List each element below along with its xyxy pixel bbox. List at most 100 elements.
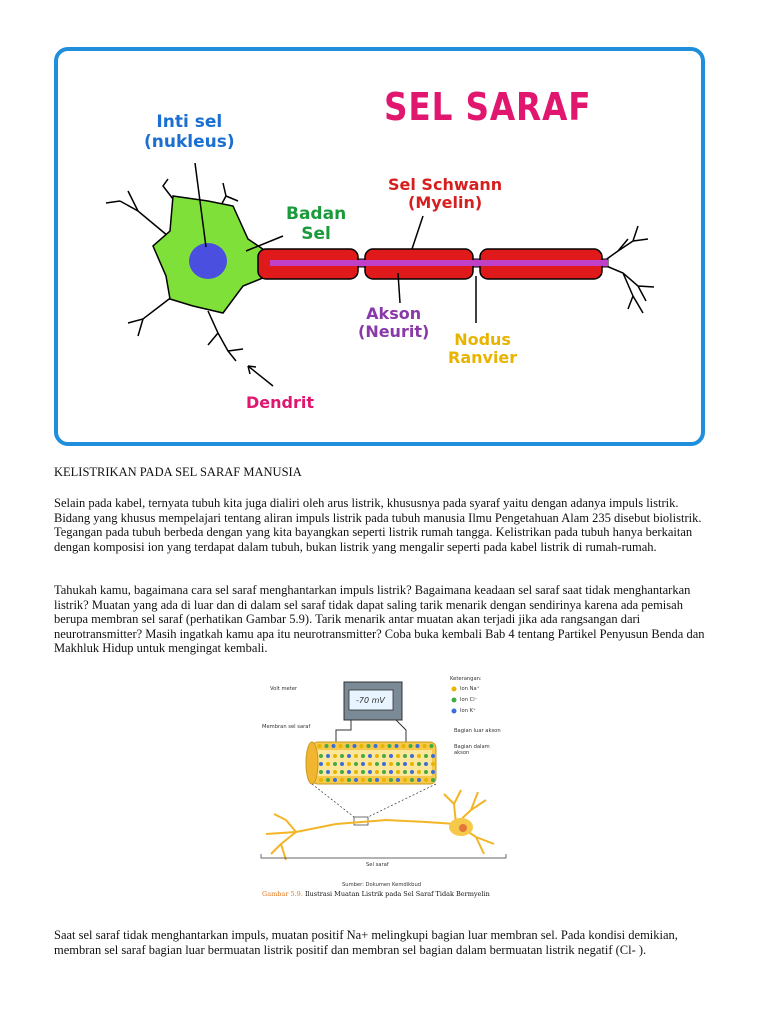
neuron-illustration bbox=[105, 162, 655, 387]
ion-dot bbox=[326, 770, 330, 774]
ion-dot bbox=[431, 770, 435, 774]
membrane-illustration bbox=[260, 681, 507, 861]
ion-dot bbox=[389, 762, 393, 766]
ion-dot bbox=[403, 778, 407, 782]
ion-dot bbox=[424, 754, 428, 758]
ion-dot bbox=[382, 762, 386, 766]
yellow-nucleus bbox=[459, 824, 467, 832]
ion-dot bbox=[324, 744, 329, 748]
ion-dot bbox=[368, 754, 372, 758]
ion-dot bbox=[347, 754, 351, 758]
legend-k-dot bbox=[451, 708, 457, 714]
ion-dot bbox=[389, 754, 393, 758]
akson-label: Akson (Neurit) bbox=[358, 304, 429, 342]
ion-dot bbox=[340, 770, 344, 774]
figure-5-9: Volt meter -70 mV Keterangan: Ion Na⁺ Io… bbox=[256, 672, 512, 902]
ion-dot bbox=[424, 778, 428, 782]
ion-dot bbox=[424, 762, 428, 766]
nucleus-label-line2: (nukleus) bbox=[144, 131, 235, 152]
ion-dot bbox=[333, 754, 337, 758]
ion-dot bbox=[396, 770, 400, 774]
badan-sel-label-line2: Sel bbox=[301, 223, 331, 244]
ion-dot bbox=[333, 778, 337, 782]
ion-dot bbox=[382, 778, 386, 782]
ion-dot bbox=[361, 762, 365, 766]
badan-sel-label: Badan Sel bbox=[286, 204, 347, 244]
yellow-neuron bbox=[265, 789, 495, 861]
nucleus-label-line1: Inti sel bbox=[156, 112, 223, 132]
axon-end bbox=[305, 741, 319, 785]
ion-dot bbox=[396, 778, 400, 782]
zoom-line bbox=[311, 783, 355, 818]
ion-dot bbox=[375, 778, 379, 782]
ion-dot bbox=[361, 770, 365, 774]
legend-k: Ion K⁺ bbox=[460, 708, 476, 714]
ion-dot bbox=[333, 762, 337, 766]
article-paragraph-3: Saat sel saraf tidak menghantarkan impul… bbox=[54, 928, 678, 957]
ion-dot bbox=[340, 754, 344, 758]
ion-dot bbox=[410, 778, 414, 782]
voltmeter-screen bbox=[348, 689, 394, 711]
legend-title: Keterangan: bbox=[450, 676, 482, 682]
ion-dot bbox=[373, 744, 378, 748]
ion-dot bbox=[410, 762, 414, 766]
ion-dot bbox=[403, 762, 407, 766]
badan-sel-label-line1: Badan bbox=[286, 204, 347, 224]
voltmeter-label: Volt meter bbox=[270, 686, 298, 692]
nodus-label-line2: Ranvier bbox=[448, 348, 518, 368]
ion-dot bbox=[387, 744, 392, 748]
legend-na-dot bbox=[451, 686, 457, 692]
ion-dot bbox=[368, 762, 372, 766]
ion-dot bbox=[431, 762, 435, 766]
ion-dot bbox=[417, 754, 421, 758]
ion-dot bbox=[331, 744, 336, 748]
ion-dot bbox=[401, 744, 406, 748]
ion-dot bbox=[340, 762, 344, 766]
schwann-label-line1: Sel Schwann bbox=[388, 175, 503, 194]
ion-dot bbox=[319, 762, 323, 766]
dendrit-label: Dendrit bbox=[246, 393, 314, 412]
ion-dot bbox=[389, 770, 393, 774]
figure-source: Sumber: Dokumen Kemdikbud bbox=[342, 882, 422, 888]
article-paragraph-2: Tahukah kamu, bagaimana cara sel saraf m… bbox=[54, 583, 705, 655]
ion-dot bbox=[317, 744, 322, 748]
figure-caption: Gambar 5.9. Ilustrasi Muatan Listrik pad… bbox=[262, 890, 490, 898]
ion-dot bbox=[359, 744, 364, 748]
ion-dot bbox=[396, 754, 400, 758]
ion-dot bbox=[389, 778, 393, 782]
ion-dot bbox=[380, 744, 385, 748]
ion-dot bbox=[333, 770, 337, 774]
nucleus-label: Inti sel (nukleus) bbox=[144, 112, 235, 152]
voltmeter-reading: -70 mV bbox=[356, 696, 385, 705]
ion-dot bbox=[319, 770, 323, 774]
dendrit-arrowhead bbox=[247, 365, 257, 375]
pointer-lines bbox=[194, 162, 477, 387]
ion-dot bbox=[403, 754, 407, 758]
ion-dot bbox=[403, 770, 407, 774]
ion-dot bbox=[347, 770, 351, 774]
ion-dot bbox=[366, 744, 371, 748]
neuron-diagram: SEL SARAF Inti sel (nukleus) Badan Sel S… bbox=[54, 47, 705, 446]
ion-dot bbox=[375, 770, 379, 774]
ion-dot bbox=[424, 770, 428, 774]
legend-cl: Ion Cl⁻ bbox=[460, 697, 478, 703]
ion-dot bbox=[431, 778, 435, 782]
wire-left bbox=[335, 720, 352, 752]
ion-dot bbox=[352, 744, 357, 748]
ion-dot bbox=[368, 778, 372, 782]
ion-dot bbox=[375, 762, 379, 766]
ion-dot bbox=[375, 754, 379, 758]
ion-dot bbox=[417, 778, 421, 782]
outer-axon-label: Bagian luar akson bbox=[454, 728, 501, 734]
ion-dot bbox=[361, 778, 365, 782]
ion-dot bbox=[417, 770, 421, 774]
inner-axon-label-line1: Bagian dalam bbox=[454, 744, 490, 750]
ion-dot bbox=[354, 770, 358, 774]
ion-dot bbox=[354, 754, 358, 758]
akson-label-line1: Akson bbox=[366, 304, 422, 323]
ion-dot bbox=[410, 770, 414, 774]
ion-dot bbox=[382, 770, 386, 774]
ion-dot bbox=[338, 744, 343, 748]
ion-dot bbox=[354, 762, 358, 766]
ion-dot bbox=[354, 778, 358, 782]
